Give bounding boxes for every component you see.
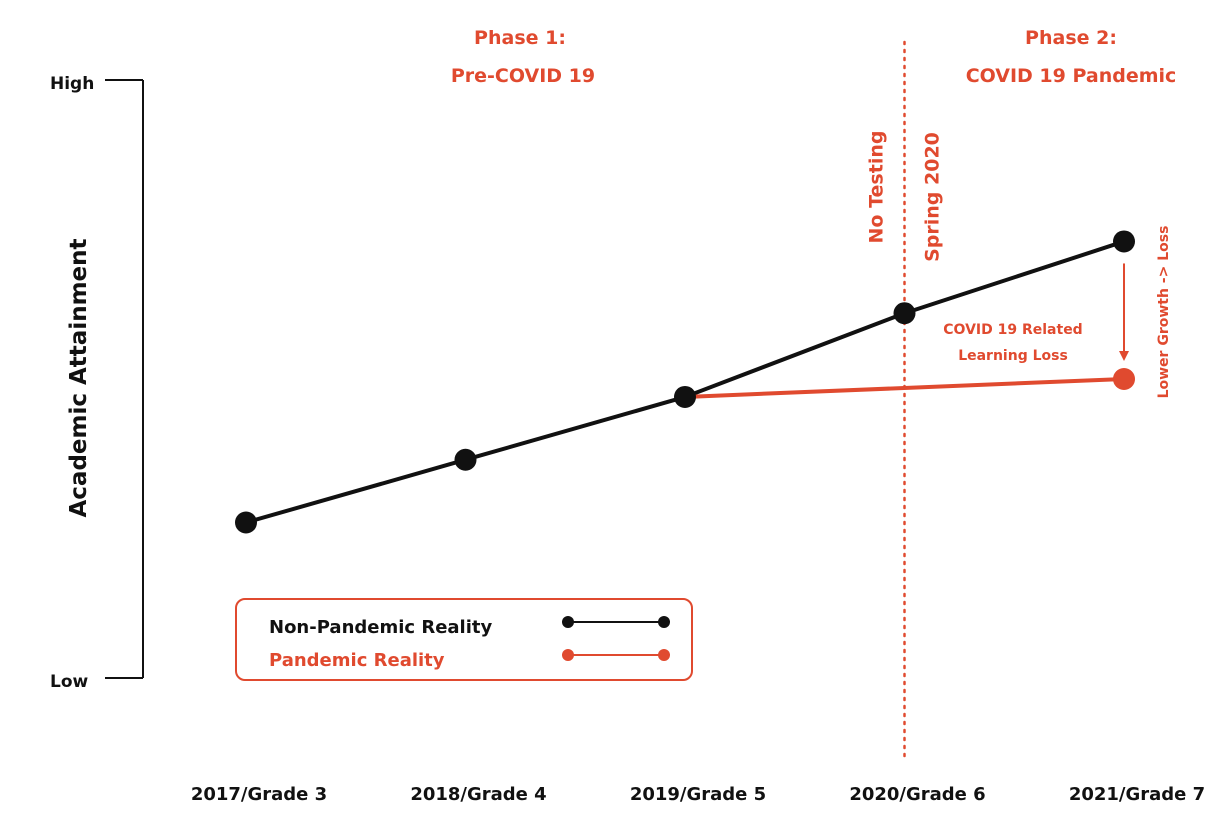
phase-1-heading: Phase 1: Pre-COVID 19 [451, 27, 595, 87]
point-non-pandemic-2 [674, 385, 696, 408]
legend: Non-Pandemic Reality Pandemic Reality [235, 598, 693, 681]
legend-label-non-pandemic: Non-Pandemic Reality [269, 617, 493, 638]
phase-1-subtitle: Pre-COVID 19 [451, 65, 595, 87]
x-tick-label: 2018/Grade 4 [410, 784, 546, 805]
point-non-pandemic-3 [893, 302, 916, 325]
phase-2-heading: Phase 2: COVID 19 Pandemic [966, 27, 1177, 87]
phase-2-title: Phase 2: [1025, 27, 1117, 49]
point-pandemic-4 [1113, 368, 1135, 390]
x-axis: 2017/Grade 3 2018/Grade 4 2019/Grade 5 2020… [191, 784, 1205, 805]
loss-arrow [1119, 263, 1129, 361]
lower-growth-label: Lower Growth -> Loss [1156, 226, 1172, 399]
legend-swatch-pandemic [562, 649, 670, 661]
point-non-pandemic-1 [454, 448, 477, 471]
x-tick-label: 2020/Grade 6 [849, 784, 985, 805]
y-axis: High Low Academic Attainment [50, 74, 144, 692]
series-layer [235, 230, 1135, 534]
legend-swatch-non-pandemic [562, 616, 670, 628]
y-tick-high: High [50, 74, 94, 94]
legend-label-pandemic: Pandemic Reality [269, 650, 445, 671]
series-line-non-pandemic [244, 239, 1126, 525]
x-tick-label: 2021/Grade 7 [1069, 784, 1205, 805]
point-non-pandemic-0 [235, 511, 257, 534]
y-axis-label: Academic Attainment [66, 238, 92, 517]
phase-1-title: Phase 1: [474, 27, 566, 49]
no-testing-label: No Testing [866, 131, 888, 244]
series-line-pandemic [683, 377, 1126, 399]
y-tick-low: Low [50, 672, 89, 692]
phase-2-subtitle: COVID 19 Pandemic [966, 65, 1177, 87]
x-tick-label: 2019/Grade 5 [630, 784, 766, 805]
point-non-pandemic-4 [1113, 230, 1135, 253]
spring-2020-label: Spring 2020 [922, 132, 944, 262]
learning-loss-label-line-2: Learning Loss [958, 348, 1068, 364]
arrow-down-icon [1119, 351, 1129, 361]
x-tick-label: 2017/Grade 3 [191, 784, 327, 805]
learning-loss-label-line-1: COVID 19 Related [943, 322, 1082, 338]
